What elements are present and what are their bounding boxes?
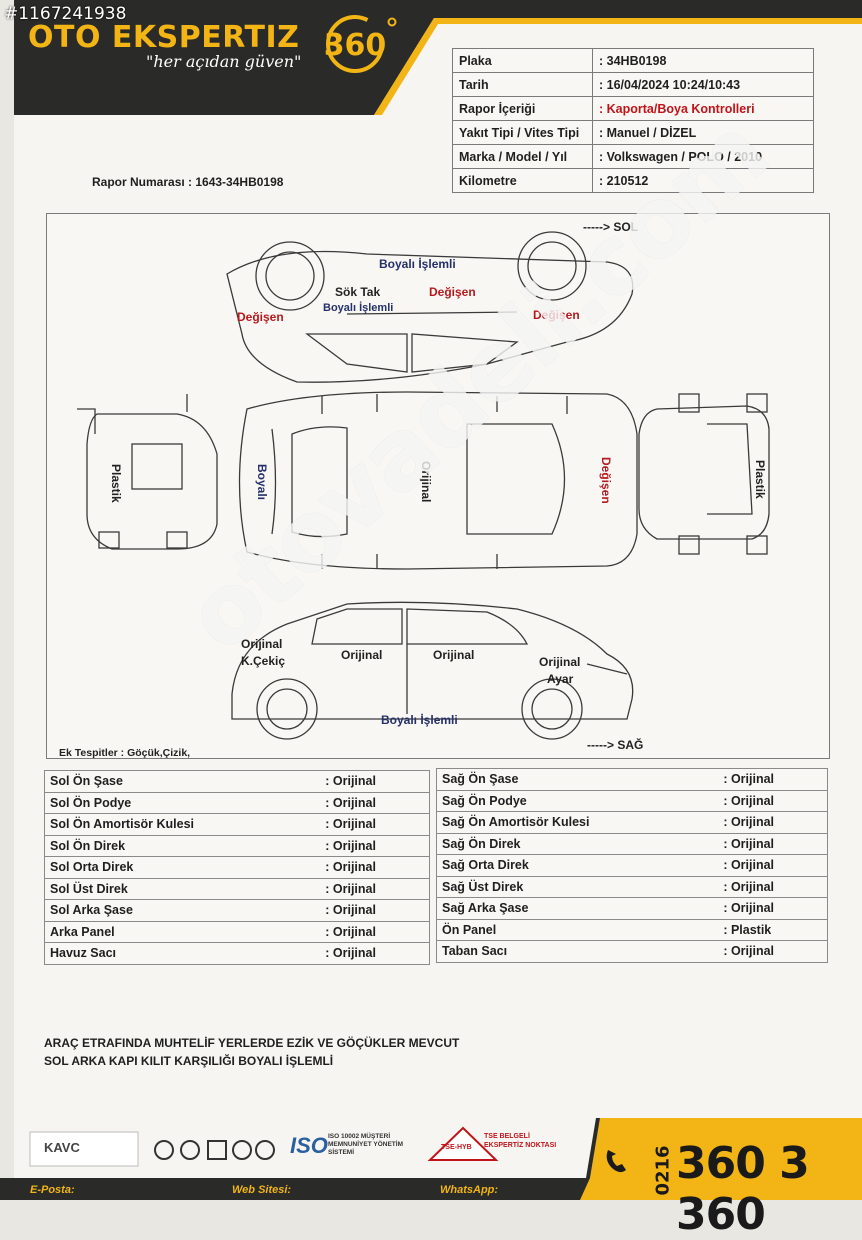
table-row: Sol Ön Direk: Orijinal bbox=[44, 834, 431, 857]
sok-tak-label: Sök Tak bbox=[335, 285, 381, 299]
sol-direction-label: -----> SOL bbox=[583, 220, 638, 234]
report-number: Rapor Numarası : 1643-34HB0198 bbox=[92, 175, 284, 189]
footer-background bbox=[0, 1118, 862, 1200]
logo-360-text: 360 bbox=[324, 28, 387, 63]
table-row: Arka Panel: Orijinal bbox=[44, 920, 431, 943]
wheel-icon bbox=[232, 1140, 252, 1160]
tailgate-status: Değişen bbox=[599, 457, 613, 504]
table-row: Taban Sacı: Orijinal bbox=[436, 940, 829, 963]
table-row: Sağ Ön Amortisör Kulesi: Orijinal bbox=[436, 811, 829, 834]
car-front-view bbox=[638, 393, 770, 555]
info-row-marka: Marka / Model / Yıl: Volkswagen / POLO /… bbox=[452, 144, 814, 169]
settings-icon bbox=[255, 1140, 275, 1160]
car-rear-view bbox=[77, 394, 218, 550]
info-row-km: Kilometre: 210512 bbox=[452, 168, 814, 193]
info-row-plaka: Plaka: 34HB0198 bbox=[452, 48, 814, 73]
front-bumper-status: Plastik bbox=[753, 460, 767, 499]
tse-logo: TSE-HYB bbox=[441, 1144, 472, 1151]
left-front-fender-status: Değişen bbox=[533, 308, 580, 322]
table-row: Ön Panel: Plastik bbox=[436, 918, 829, 941]
right-fender-note: K.Çekiç bbox=[241, 654, 286, 668]
sag-direction-label: -----> SAĞ bbox=[587, 738, 644, 752]
iso-logo-text: ISO 10002 MÜŞTERİ MEMNUNİYET YÖNETİM SİS… bbox=[328, 1133, 403, 1156]
logo-360-icon: 360 bbox=[324, 15, 397, 73]
table-row: Sağ Orta Direk: Orijinal bbox=[436, 854, 829, 877]
table-row: Sol Ön Şase: Orijinal bbox=[44, 770, 431, 793]
car-left-side-view bbox=[226, 231, 634, 383]
tse-logo-text: TSE BELGELİ EKSPERTİZ NOKTASI bbox=[484, 1133, 557, 1149]
rear-bumper-status: Plastik bbox=[109, 464, 123, 503]
note-line: ARAÇ ETRAFINDA MUHTELİF YERLERDE EZİK VE… bbox=[44, 1036, 460, 1050]
brand-slogan: "her açıdan güven" bbox=[146, 52, 302, 71]
table-row: Sol Orta Direk: Orijinal bbox=[44, 856, 431, 879]
note-line: SOL ARKA KAPI KILIT KARŞILIĞI BOYALI İŞL… bbox=[44, 1054, 334, 1068]
info-row-tarih: Tarih: 16/04/2024 10:24/10:43 bbox=[452, 72, 814, 97]
header-background bbox=[14, 0, 862, 115]
car-outline-drawings bbox=[77, 231, 770, 740]
info-row-rapor: Rapor İçeriği: Kaporta/Boya Kontrolleri bbox=[452, 96, 814, 121]
roof-left-label: Boyalı İşlemli bbox=[379, 257, 456, 271]
iso-logo: ISO bbox=[290, 1133, 328, 1158]
sok-tak-sub-label: Boyalı İşlemli bbox=[323, 302, 394, 314]
right-rear-fender-status: Orijinal bbox=[539, 655, 581, 669]
listing-id: #1167241938 bbox=[4, 4, 127, 24]
tool-icon bbox=[207, 1140, 227, 1160]
table-row: Havuz Sacı: Orijinal bbox=[44, 942, 431, 965]
right-rear-door-status: Orijinal bbox=[433, 648, 475, 662]
right-front-door-status: Orijinal bbox=[341, 648, 383, 662]
extra-findings-label: Ek Tespitler : Göçük,Çizik, bbox=[59, 747, 191, 759]
footer-email-label: E-Posta: bbox=[30, 1184, 75, 1196]
table-row: Sağ Ön Direk: Orijinal bbox=[436, 832, 829, 855]
info-row-yakit: Yakıt Tipi / Vites Tipi: Manuel / DİZEL bbox=[452, 120, 814, 145]
phone-prefix: 0216 bbox=[652, 1145, 674, 1196]
left-parts-table: Sol Ön Şase: Orijinal Sol Ön Podye: Orij… bbox=[44, 770, 431, 965]
footer-website-label: Web Sitesi: bbox=[232, 1184, 292, 1196]
table-row: Sol Arka Şase: Orijinal bbox=[44, 899, 431, 922]
roof-status: Orijinal bbox=[419, 461, 433, 503]
gauge-icon bbox=[180, 1140, 200, 1160]
phone-number: 360 3 360 bbox=[676, 1138, 810, 1240]
right-rear-fender-note: Ayar bbox=[547, 672, 574, 686]
right-sill-status: Boyalı İşlemli bbox=[381, 713, 458, 727]
car-top-plan-view bbox=[238, 391, 638, 570]
report-header: OTO EKSPERTIZ "her açıdan güven" 360 bbox=[14, 0, 862, 115]
table-row: Sol Ön Amortisör Kulesi: Orijinal bbox=[44, 813, 431, 836]
car-right-side-view bbox=[231, 601, 634, 740]
phone-icon bbox=[606, 1150, 626, 1173]
left-rear-status: Değişen bbox=[237, 310, 284, 324]
report-notes: ARAÇ ETRAFINDA MUHTELİF YERLERDE EZİK VE… bbox=[44, 1034, 459, 1070]
table-row: Sağ Üst Direk: Orijinal bbox=[436, 875, 829, 898]
tse-logo-icon bbox=[427, 1126, 499, 1161]
search-icon bbox=[154, 1140, 174, 1160]
footer-whatsapp-label: WhatsApp: bbox=[440, 1184, 499, 1196]
brand-name: OTO EKSPERTIZ bbox=[28, 20, 300, 55]
kavcl-logo-text: KAVC bbox=[44, 1140, 80, 1155]
table-row: Sağ Ön Şase: Orijinal bbox=[436, 768, 829, 791]
table-row: Sağ Arka Şase: Orijinal bbox=[436, 897, 829, 920]
car-damage-diagram: -----> SOL Boyalı İşlemli Sök Tak Boyalı… bbox=[46, 213, 830, 759]
hood-status: Boyalı bbox=[255, 464, 269, 501]
table-row: Sol Üst Direk: Orijinal bbox=[44, 877, 431, 900]
vehicle-info-table: Plaka: 34HB0198 Tarih: 16/04/2024 10:24/… bbox=[452, 48, 814, 193]
partner-logos bbox=[29, 1131, 275, 1167]
table-row: Sağ Ön Podye: Orijinal bbox=[436, 789, 829, 812]
table-row: Sol Ön Podye: Orijinal bbox=[44, 791, 431, 814]
left-front-door-status: Değişen bbox=[429, 285, 476, 299]
right-parts-table: Sağ Ön Şase: Orijinal Sağ Ön Podye: Orij… bbox=[436, 768, 829, 963]
right-fender-status: Orijinal bbox=[241, 637, 283, 651]
